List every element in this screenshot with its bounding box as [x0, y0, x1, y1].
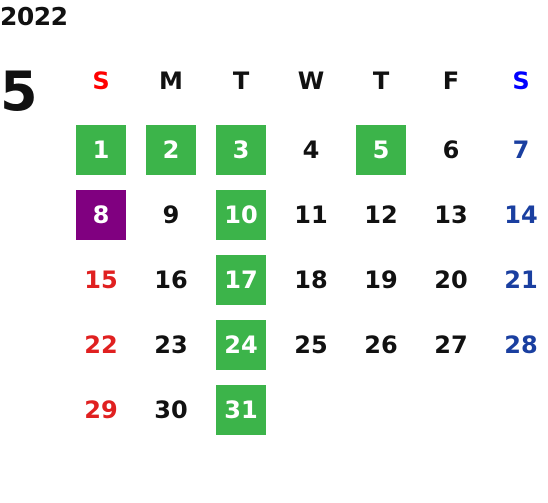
day-cell[interactable]: 10	[206, 190, 276, 255]
day-cell[interactable]: 1	[66, 125, 136, 190]
day-number: 19	[364, 266, 398, 294]
day-number: 27	[434, 331, 468, 359]
day-number: 14	[504, 201, 538, 229]
year-label: 2022	[0, 2, 68, 31]
day-number: 16	[154, 266, 188, 294]
day-number: 26	[364, 331, 398, 359]
day-number-highlighted: 17	[216, 255, 266, 305]
weekday-saturday: S	[512, 67, 530, 95]
day-cell[interactable]: 25	[276, 320, 346, 385]
day-cell[interactable]: 18	[276, 255, 346, 320]
weekday-friday: F	[442, 67, 460, 95]
weekday-monday: M	[159, 67, 183, 95]
day-cell[interactable]: 15	[66, 255, 136, 320]
day-number: 11	[294, 201, 328, 229]
day-cell[interactable]: 23	[136, 320, 206, 385]
day-number: 25	[294, 331, 328, 359]
day-cell[interactable]: 19	[346, 255, 416, 320]
day-cell[interactable]: 21	[486, 255, 548, 320]
day-cell[interactable]: 2	[136, 125, 206, 190]
day-number: 20	[434, 266, 468, 294]
day-number: 7	[512, 136, 530, 164]
weekday-wednesday: W	[297, 67, 325, 95]
day-number: 29	[84, 396, 118, 424]
day-number-highlighted: 5	[356, 125, 406, 175]
day-cell[interactable]: 16	[136, 255, 206, 320]
day-number: 13	[434, 201, 468, 229]
day-number: 22	[84, 331, 118, 359]
day-cell[interactable]: 5	[346, 125, 416, 190]
weekday-sunday: S	[92, 67, 110, 95]
day-number: 9	[162, 201, 180, 229]
day-number-highlighted: 8	[76, 190, 126, 240]
day-number: 18	[294, 266, 328, 294]
day-cell[interactable]: 30	[136, 385, 206, 450]
day-number-highlighted: 1	[76, 125, 126, 175]
day-cell[interactable]: 14	[486, 190, 548, 255]
day-cell[interactable]: 7	[486, 125, 548, 190]
day-number-highlighted: 24	[216, 320, 266, 370]
day-number-highlighted: 10	[216, 190, 266, 240]
day-number: 4	[302, 136, 320, 164]
day-cell[interactable]: 28	[486, 320, 548, 385]
day-cell[interactable]: 26	[346, 320, 416, 385]
day-cell[interactable]: 9	[136, 190, 206, 255]
day-cell[interactable]: 11	[276, 190, 346, 255]
day-cell[interactable]: 6	[416, 125, 486, 190]
weekday-tuesday: T	[232, 67, 250, 95]
day-cell[interactable]: 24	[206, 320, 276, 385]
day-number: 30	[154, 396, 188, 424]
day-cell[interactable]: 12	[346, 190, 416, 255]
day-number: 12	[364, 201, 398, 229]
day-cell[interactable]: 13	[416, 190, 486, 255]
day-cell[interactable]: 31	[206, 385, 276, 450]
day-number-highlighted: 3	[216, 125, 266, 175]
day-cell[interactable]: 3	[206, 125, 276, 190]
day-cell[interactable]: 22	[66, 320, 136, 385]
month-number: 5	[0, 60, 38, 123]
day-cell[interactable]: 27	[416, 320, 486, 385]
day-number: 6	[442, 136, 460, 164]
weekday-header: S M T W T F S	[66, 66, 548, 96]
day-number: 28	[504, 331, 538, 359]
day-cell[interactable]: 20	[416, 255, 486, 320]
day-cell[interactable]: 4	[276, 125, 346, 190]
weekday-thursday: T	[372, 67, 390, 95]
day-cell[interactable]: 29	[66, 385, 136, 450]
day-number: 15	[84, 266, 118, 294]
day-cell[interactable]: 17	[206, 255, 276, 320]
day-number: 21	[504, 266, 538, 294]
day-number-highlighted: 31	[216, 385, 266, 435]
day-cell[interactable]: 8	[66, 190, 136, 255]
day-number: 23	[154, 331, 188, 359]
day-number-highlighted: 2	[146, 125, 196, 175]
